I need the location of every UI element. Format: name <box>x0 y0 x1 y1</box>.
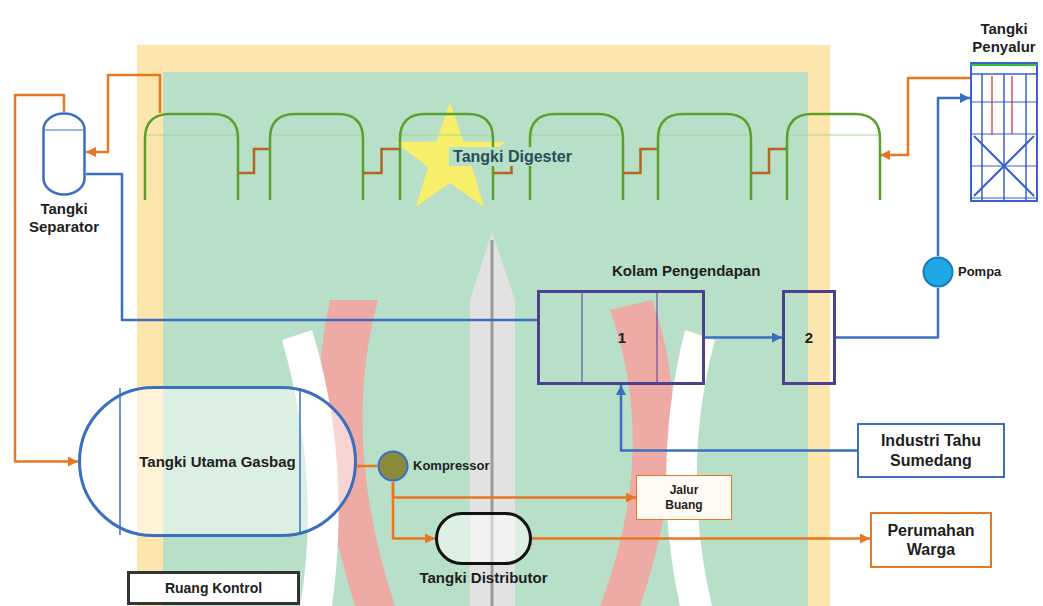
node-label: Tangki Penyalur <box>964 20 1043 56</box>
node-label: Tangki Digester <box>449 147 576 166</box>
compressor-symbol-outline <box>377 450 409 482</box>
flow-connector <box>393 482 435 539</box>
digester-tanks: Tangki Digester <box>145 113 880 200</box>
flow-connector <box>705 336 782 339</box>
exhaust-box: Jalur Buang <box>636 475 732 520</box>
node-label: Jalur Buang <box>654 483 714 512</box>
pump-symbol-outline <box>922 256 954 288</box>
flow-connector <box>393 482 636 498</box>
gasbag-tank: Tangki Utama Gasbag <box>78 386 357 537</box>
flow-connector <box>938 98 970 256</box>
node-label: Tangki Separator <box>14 200 114 236</box>
pump-symbol: Pompa <box>922 256 954 288</box>
distributor-tank: Tangki Distributor <box>435 512 532 565</box>
flow-connector <box>836 288 938 338</box>
control-room-box: Ruang Kontrol <box>127 571 300 605</box>
flow-connector <box>880 78 970 155</box>
node-label: Kompressor <box>413 458 490 474</box>
settling-pond: 1 <box>537 290 705 385</box>
node-label: Pompa <box>958 264 1001 280</box>
flow-connector <box>621 385 857 451</box>
source-box: Industri Tahu Sumedang <box>857 423 1005 478</box>
node-label: 1 <box>618 329 626 347</box>
node-label: Industri Tahu Sumedang <box>866 431 996 469</box>
node-label: Tangki Utama Gasbag <box>139 453 295 471</box>
flow-connector <box>86 174 537 320</box>
node-label: Ruang Kontrol <box>165 580 262 597</box>
node-label: 2 <box>805 329 813 347</box>
distributor-tank-outline <box>435 512 532 565</box>
flow-connector <box>357 465 377 468</box>
settling-pond: 2 <box>782 290 836 385</box>
dispenser-tank: Tangki Penyalur <box>970 62 1038 202</box>
section-heading: Kolam Pengendapan <box>612 262 760 279</box>
node-label: Tangki Distributor <box>399 569 569 587</box>
compressor-symbol: Kompressor <box>377 450 409 482</box>
separator-tank: Tangki Separator <box>42 112 86 196</box>
flow-connector <box>86 75 160 152</box>
flow-connector <box>532 537 870 540</box>
separator-tank-outline <box>42 112 86 196</box>
dispenser-tank-outline <box>970 62 1038 202</box>
node-label: Perumahan Warga <box>876 521 986 559</box>
destination-box: Perumahan Warga <box>870 512 992 568</box>
